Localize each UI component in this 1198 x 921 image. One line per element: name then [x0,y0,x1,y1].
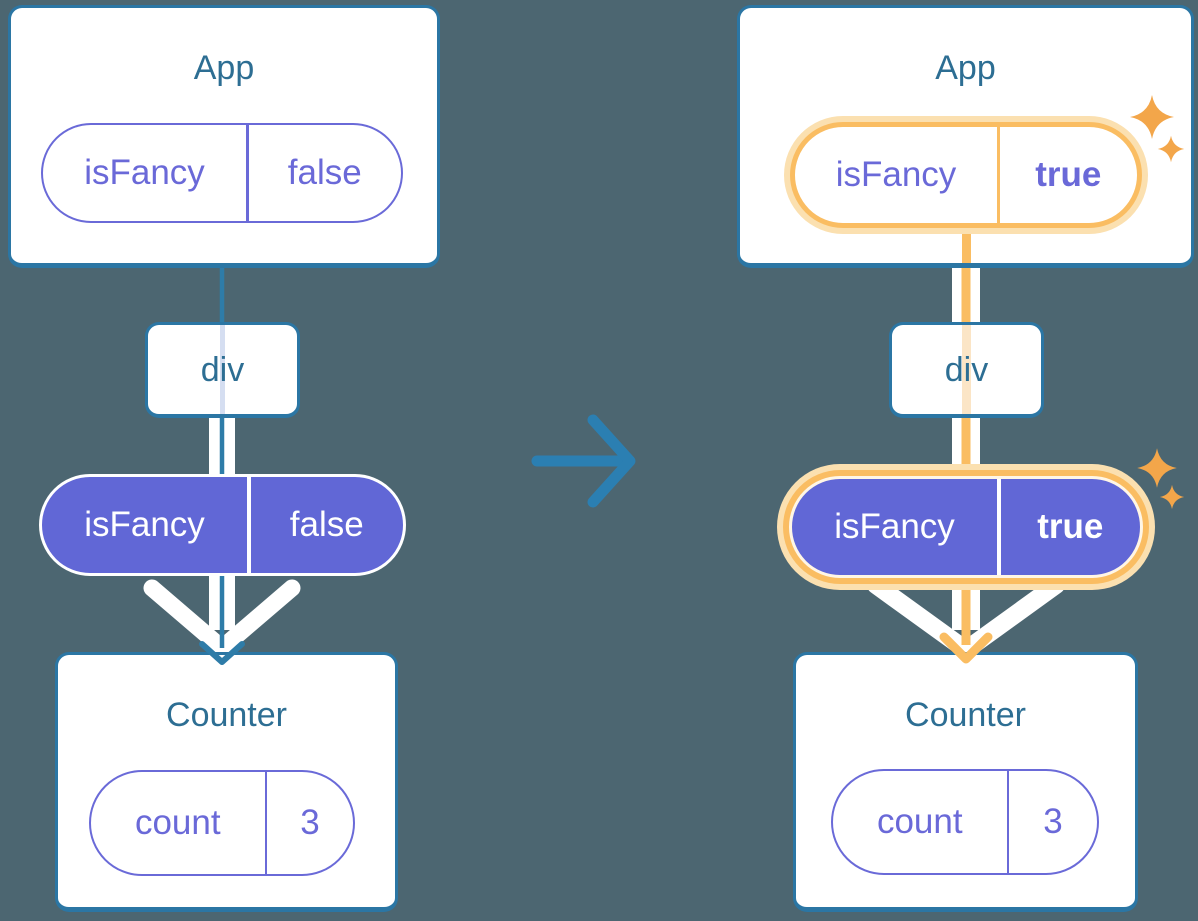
sparkle-icon [1159,484,1185,510]
sparkle-icon [1137,448,1177,488]
before-counter-state-pill: count 3 [89,770,355,876]
before-app-card: App isFancy false [8,5,440,268]
after-counter-state-pill: count 3 [831,769,1099,875]
before-counter-card: Counter count 3 [55,652,398,912]
after-app-card: App isFancy true [737,5,1194,268]
after-counter-card: Counter count 3 [793,652,1138,912]
pill-divider [997,479,1001,575]
state-name: isFancy [835,155,957,194]
state-value: true [1035,155,1102,194]
sparkle-icon [1157,135,1185,163]
before-app-state-pill: isFancy false [41,123,403,223]
pill-divider [997,127,1000,223]
pill-divider [246,125,249,221]
after-white-down-arrow-icon [867,576,1065,659]
prop-name: isFancy [834,507,955,546]
prop-name: isFancy [84,505,205,544]
before-counter-title: Counter [166,696,287,734]
after-div-card: div [889,322,1044,418]
transition-right-arrow-icon [531,414,636,508]
before-app-title: App [193,49,255,87]
prop-value: false [289,505,364,544]
prop-value: true [1037,507,1104,546]
after-prop-pill: isFancy true [789,476,1143,578]
after-div-prop-stripe [961,325,971,414]
before-prop-arrowhead-icon [199,641,245,665]
before-div-card: div [145,322,300,418]
pill-divider [264,772,267,874]
after-prop-arrowhead-icon [939,632,993,664]
state-value: 3 [1043,802,1063,841]
state-name: count [134,803,221,842]
state-name: isFancy [84,153,205,192]
after-app-state-pill: isFancy true [790,122,1142,228]
state-name: count [876,802,963,841]
pill-divider [1006,771,1009,873]
before-div-prop-stripe [219,325,225,414]
state-value: 3 [300,803,320,842]
after-app-title: App [935,49,996,87]
before-prop-pill: isFancy false [39,474,406,576]
after-app-prop-stripe [961,234,971,263]
after-div-title: div [944,351,989,389]
state-value: false [287,153,362,192]
after-counter-title: Counter [905,696,1026,734]
sparkle-icon [1130,95,1174,139]
before-div-title: div [200,351,245,389]
pill-divider [247,477,251,573]
